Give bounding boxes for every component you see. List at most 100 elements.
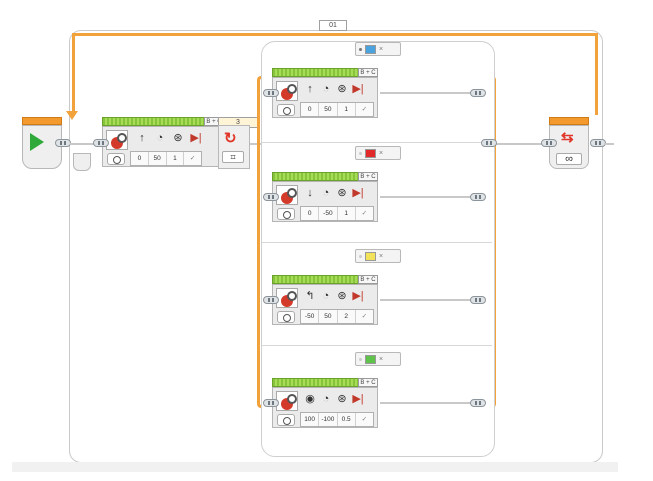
loop-end-in-plug[interactable] <box>541 139 557 147</box>
param-power[interactable]: -50 <box>319 207 338 220</box>
case2-wire <box>380 196 476 198</box>
param-brake[interactable]: ✓ <box>361 313 368 320</box>
param-rotations[interactable]: 1 <box>338 103 356 116</box>
delete-case-icon[interactable]: × <box>379 252 384 260</box>
color-swatch-yellow[interactable] <box>365 251 376 261</box>
color-swatch-red[interactable] <box>365 148 376 158</box>
case3-in-plug[interactable] <box>263 296 279 304</box>
port-label[interactable]: B + C <box>358 275 378 284</box>
motor-icon <box>276 81 298 101</box>
speed-dial-icon: ◔ <box>322 290 330 302</box>
block-params: -50 50 2 ✓ <box>300 309 374 324</box>
param-rotations[interactable]: 2 <box>338 310 356 323</box>
switch-number: 3 <box>236 119 240 126</box>
switch-out-plug[interactable] <box>481 139 497 147</box>
loop-name-tag[interactable]: 01 <box>319 20 347 31</box>
delete-case-icon[interactable]: × <box>379 149 384 157</box>
start-body <box>22 125 62 169</box>
param-steering[interactable]: 0 <box>301 103 320 116</box>
case3-out-plug[interactable] <box>470 296 486 304</box>
block-params: 0 -50 1 ✓ <box>300 206 374 221</box>
spin-icon: ◉ <box>305 393 315 405</box>
start-out-plug[interactable] <box>55 139 71 147</box>
case1-in-plug[interactable] <box>263 89 279 97</box>
case-header-red[interactable]: × <box>355 146 401 160</box>
start-block[interactable] <box>22 117 62 169</box>
param-left-power[interactable]: 100 <box>301 413 320 426</box>
param-steering[interactable]: 0 <box>131 152 149 165</box>
move-tank-block-yellow[interactable]: B + C ↰ ◔ ⊛ ▶| -50 50 2 ✓ <box>272 275 378 325</box>
param-steering[interactable]: 0 <box>301 207 320 220</box>
port-label[interactable]: B + C <box>358 68 378 77</box>
param-power[interactable]: 50 <box>149 152 167 165</box>
loop-arrow-icon <box>66 111 78 120</box>
turn-left-icon: ↰ <box>305 290 315 302</box>
case-header-blue[interactable]: × <box>355 42 401 56</box>
move-tank-block-1[interactable]: B + C ↑ ◔ ⊛ ▶| 0 50 1 ✓ <box>102 117 224 167</box>
color-swatch-green[interactable] <box>365 354 376 364</box>
rotation-icon: ⊛ <box>337 290 347 302</box>
case-header-green[interactable]: × <box>355 352 401 366</box>
block-params: 0 50 1 ✓ <box>130 151 202 166</box>
mode-selector-icon[interactable] <box>277 414 295 426</box>
motor-icon <box>276 185 298 205</box>
delete-case-icon[interactable]: × <box>379 45 384 53</box>
rotation-icon: ⊛ <box>337 393 347 405</box>
param-right-power[interactable]: -100 <box>319 413 338 426</box>
mode-selector-icon[interactable] <box>277 104 295 116</box>
case-dot-icon <box>359 151 362 155</box>
loop-start-cap <box>73 153 91 171</box>
wire-loop-exit <box>604 143 614 145</box>
move-tank-block-blue[interactable]: B + C ↑ ◔ ⊛ ▶| 0 50 1 ✓ <box>272 68 378 118</box>
move-tank-block-red[interactable]: B + C ↓ ◔ ⊛ ▶| 0 -50 1 ✓ <box>272 172 378 222</box>
canvas-scroll-area[interactable] <box>12 462 618 472</box>
param-power[interactable]: 50 <box>319 310 338 323</box>
param-rotations[interactable]: 0.5 <box>338 413 356 426</box>
block1-in-plug[interactable] <box>93 139 109 147</box>
case-dot-icon <box>359 357 362 361</box>
case1-out-plug[interactable] <box>470 89 486 97</box>
brake-icon: ▶| <box>352 290 364 302</box>
start-bar <box>22 117 62 125</box>
case2-out-plug[interactable] <box>470 193 486 201</box>
loop-mode-selector[interactable]: ∞ <box>556 153 582 165</box>
mode-selector-icon[interactable] <box>277 311 295 323</box>
arrow-up-icon: ↑ <box>139 132 145 144</box>
case4-out-plug[interactable] <box>470 399 486 407</box>
brake-icon: ▶| <box>352 393 364 405</box>
case-header-yellow[interactable]: × <box>355 249 401 263</box>
param-brake[interactable]: ✓ <box>189 155 196 162</box>
param-steering[interactable]: -50 <box>301 310 320 323</box>
move-tank-block-green[interactable]: B + C ◉ ◔ ⊛ ▶| 100 -100 0.5 ✓ <box>272 378 378 428</box>
param-brake[interactable]: ✓ <box>361 210 368 217</box>
case-dot-icon <box>359 254 362 258</box>
delete-case-icon[interactable]: × <box>379 355 384 363</box>
rotation-icon: ⊛ <box>337 83 347 95</box>
case3-wire <box>380 299 476 301</box>
play-icon <box>30 133 44 151</box>
loop-icon: ⇆ <box>561 129 574 146</box>
param-rotations[interactable]: 1 <box>338 207 356 220</box>
wire-loop-in <box>70 143 102 145</box>
param-power[interactable]: 50 <box>319 103 338 116</box>
rotation-icon: ⊛ <box>337 187 347 199</box>
motor-icon <box>276 288 298 308</box>
case2-in-plug[interactable] <box>263 193 279 201</box>
brake-icon: ▶| <box>190 132 202 144</box>
block-body: ↰ ◔ ⊛ ▶| -50 50 2 ✓ <box>272 284 378 325</box>
speed-dial-icon: ◔ <box>322 83 330 95</box>
param-brake[interactable]: ✓ <box>361 416 368 423</box>
param-brake[interactable]: ✓ <box>361 106 368 113</box>
loop-wire-right <box>595 33 598 115</box>
mode-selector-icon[interactable] <box>107 153 125 165</box>
mode-selector-icon[interactable] <box>277 208 295 220</box>
param-rotations[interactable]: 1 <box>167 152 185 165</box>
color-swatch-blue[interactable] <box>365 44 376 54</box>
port-label[interactable]: B + C <box>358 172 378 181</box>
loop-wire-top <box>72 33 598 36</box>
switch-mode-selector[interactable]: ⌗ <box>222 151 244 163</box>
case4-in-plug[interactable] <box>263 399 279 407</box>
speed-dial-icon: ◔ <box>322 187 330 199</box>
port-label[interactable]: B + C <box>358 378 378 387</box>
